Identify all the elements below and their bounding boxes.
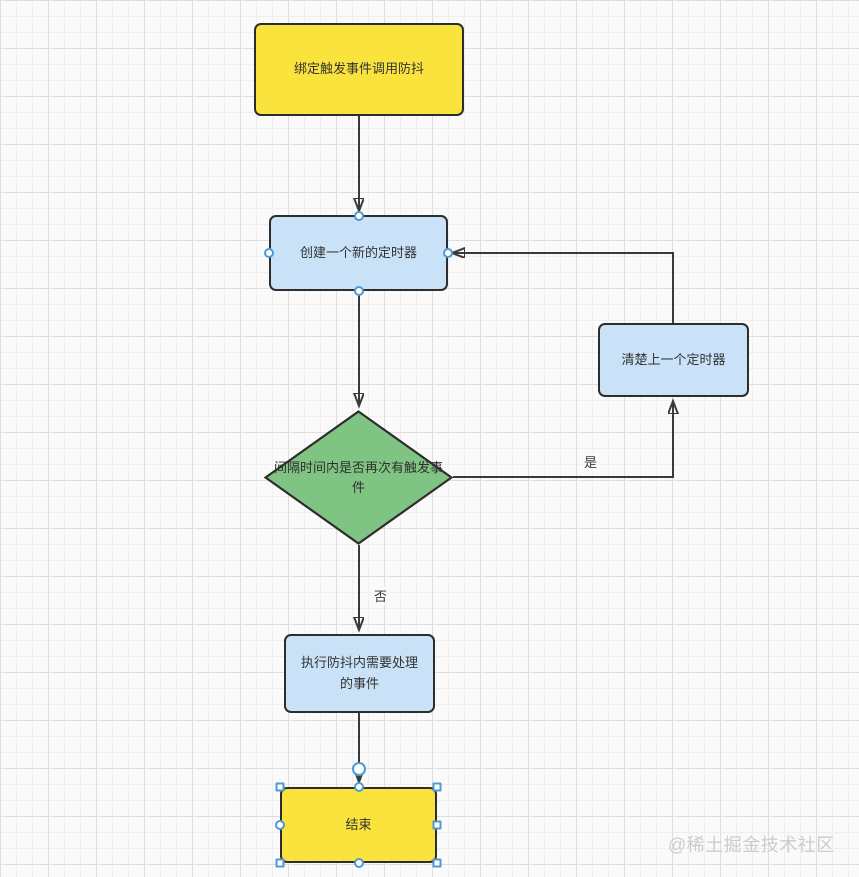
node-start-label: 绑定触发事件调用防抖: [293, 61, 424, 77]
juejin-watermark: @稀土掘金技术社区: [668, 835, 835, 855]
node-create-timer-label: 创建一个新的定时器: [299, 244, 417, 260]
selection-handle-end-bottom-left[interactable]: [275, 858, 285, 868]
connection-point-end-left[interactable]: [275, 820, 285, 830]
node-decision-label: 间隔时间内是否再次有触发事件: [274, 460, 444, 495]
edge-label-no[interactable]: 否: [372, 586, 390, 605]
edge-label-yes[interactable]: 是: [582, 452, 600, 471]
edge-decision-to-clear-yes[interactable]: [453, 402, 673, 478]
selection-handle-end-bottom-right[interactable]: [432, 858, 442, 868]
node-execute-label: 执行防抖内需要处理的事件: [300, 655, 418, 691]
node-execute[interactable]: 执行防抖内需要处理的事件: [284, 634, 435, 713]
node-end-label: 结束: [345, 816, 372, 832]
node-decision[interactable]: 间隔时间内是否再次有触发事件: [264, 410, 453, 545]
edge-endpoint-handle[interactable]: [351, 762, 366, 776]
connection-point-create-right[interactable]: [443, 248, 453, 258]
edge-clear-to-create[interactable]: [453, 253, 674, 323]
node-start[interactable]: 绑定触发事件调用防抖: [254, 23, 464, 116]
connection-point-create-bottom[interactable]: [353, 286, 364, 296]
connection-point-end-bottom[interactable]: [353, 858, 364, 868]
selection-handle-end-top-right[interactable]: [432, 782, 442, 792]
selection-handle-end-right-mid[interactable]: [432, 820, 442, 830]
selection-handle-end-top-left[interactable]: [275, 782, 285, 792]
node-clear-timer-label: 清楚上一个定时器: [621, 351, 726, 367]
node-clear-timer[interactable]: 清楚上一个定时器: [598, 323, 749, 397]
decision-diamond-shape: [264, 410, 453, 545]
connection-point-create-top[interactable]: [353, 211, 364, 221]
connection-point-create-left[interactable]: [264, 248, 274, 258]
node-end[interactable]: 结束: [280, 787, 437, 863]
node-create-timer[interactable]: 创建一个新的定时器: [269, 215, 448, 291]
connection-point-end-top[interactable]: [353, 782, 364, 792]
